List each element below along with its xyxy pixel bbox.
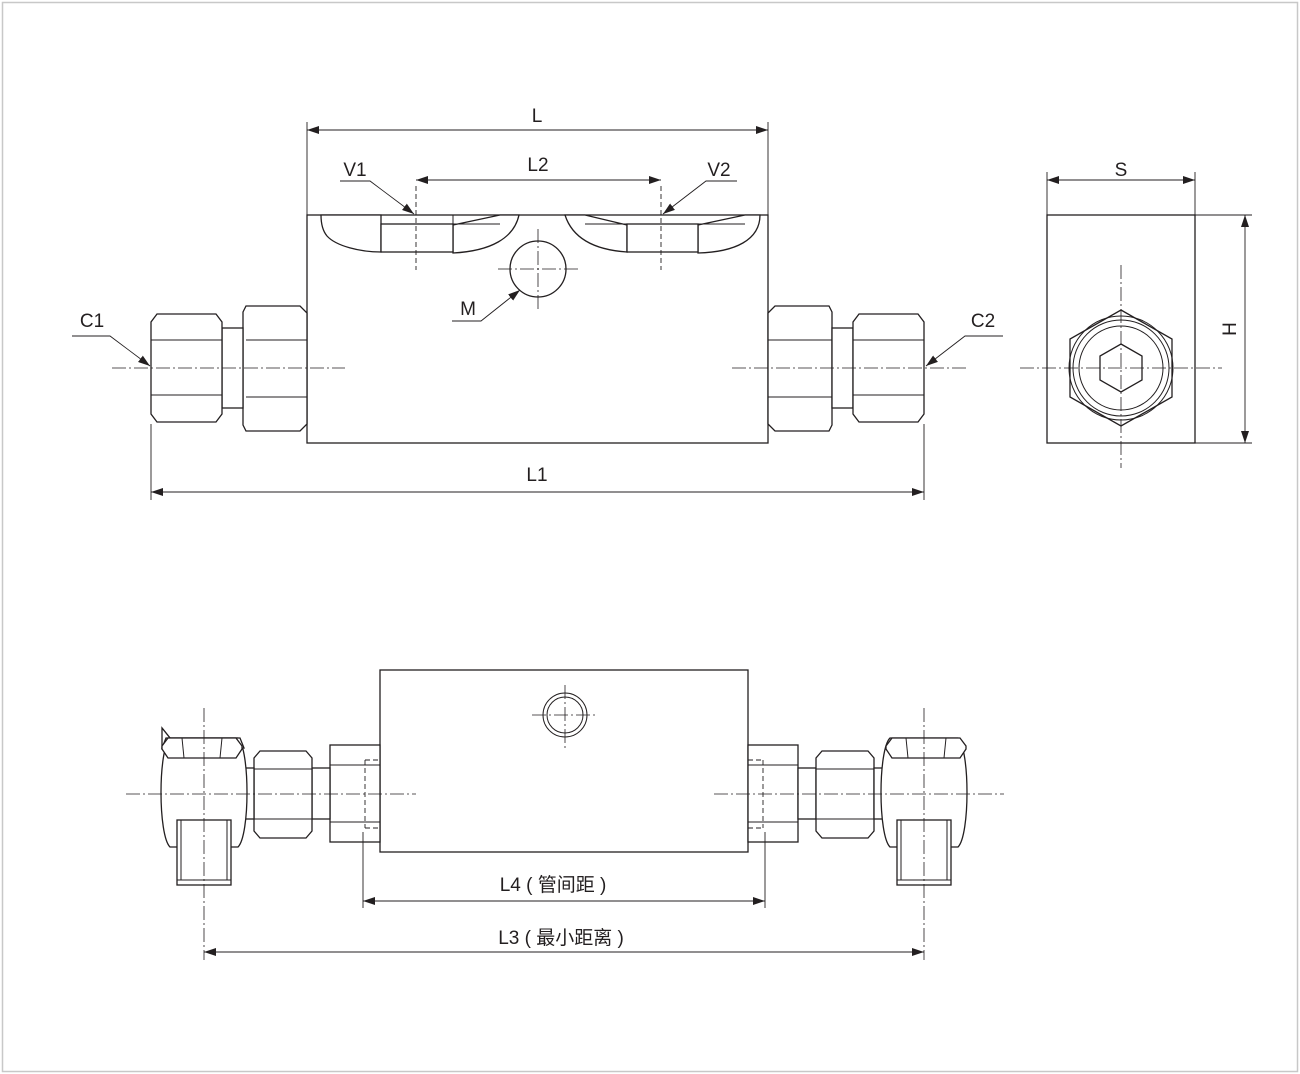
side-view: S H — [1020, 160, 1252, 468]
right-section-cutaway — [564, 214, 761, 254]
label-L4: L4 ( 管间距 ) — [500, 874, 607, 896]
bottom-view: L4 ( 管间距 ) L3 ( 最小距离 ) — [126, 669, 1004, 960]
left-fitting — [150, 305, 308, 432]
label-L3: L3 ( 最小距离 ) — [498, 927, 624, 949]
bottom-body — [379, 669, 749, 853]
label-V2: V2 — [707, 160, 730, 181]
bottom-left-fitting — [160, 726, 381, 886]
label-L1: L1 — [526, 465, 547, 486]
left-section-cutaway — [320, 214, 520, 254]
label-H: H — [1220, 322, 1241, 336]
front-view: L L2 L1 V1 V2 M C1 C2 — [72, 106, 1003, 500]
label-M: M — [460, 299, 476, 320]
right-fitting — [767, 305, 925, 432]
label-L2: L2 — [527, 155, 548, 176]
bottom-right-fitting — [747, 737, 968, 886]
label-S: S — [1115, 160, 1128, 181]
label-C1: C1 — [80, 311, 104, 332]
label-V1: V1 — [343, 160, 366, 181]
label-L: L — [532, 106, 543, 127]
label-C2: C2 — [971, 311, 995, 332]
